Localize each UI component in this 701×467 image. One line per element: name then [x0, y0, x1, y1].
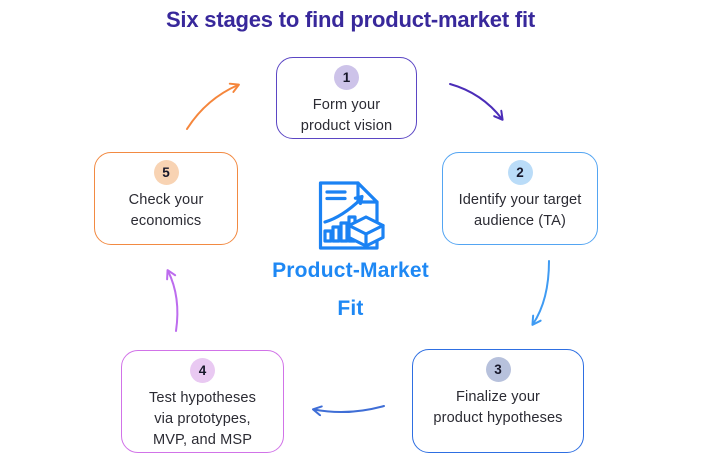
arrow-5-to-1: [186, 82, 240, 130]
stage-3-badge: 3: [485, 357, 511, 382]
stage-4-number: 4: [198, 363, 207, 378]
stage-5-badge: 5: [153, 160, 179, 185]
stage-2-label: Identify your target audience (TA): [458, 192, 582, 229]
arrow-2-to-3: [531, 260, 550, 326]
stage-box-3: 3 Finalize your product hypotheses: [412, 349, 584, 453]
arrow-1-to-2: [449, 83, 504, 121]
stage-3-label: Finalize your product hypotheses: [433, 389, 563, 426]
stage-box-2: 2 Identify your target audience (TA): [442, 152, 598, 245]
document-bar-chart-cube-icon: [318, 181, 385, 250]
stage-5-number: 5: [162, 165, 170, 180]
stage-box-1: 1 Form your product vision: [276, 57, 417, 139]
center-label: Product-Market Fit: [272, 259, 429, 320]
arrow-3-to-4: [312, 405, 385, 417]
stage-2-number: 2: [516, 165, 524, 180]
stage-1-badge: 1: [334, 65, 359, 90]
stage-4-badge: 4: [190, 358, 215, 383]
stage-3-number: 3: [494, 362, 502, 377]
stage-4-label: Test hypotheses via prototypes, MVP, and…: [149, 390, 256, 448]
stage-box-5: 5 Check your economics: [94, 152, 238, 245]
arrow-4-to-5: [166, 269, 179, 332]
stage-5-label: Check your economics: [128, 192, 204, 229]
stage-box-4: 4 Test hypotheses via prototypes, MVP, a…: [121, 350, 284, 453]
stage-2-badge: 2: [507, 160, 533, 185]
diagram-title: Six stages to find product-market fit: [165, 7, 536, 32]
stage-1-label: Form your product vision: [300, 97, 393, 134]
stage-1-number: 1: [342, 70, 351, 85]
